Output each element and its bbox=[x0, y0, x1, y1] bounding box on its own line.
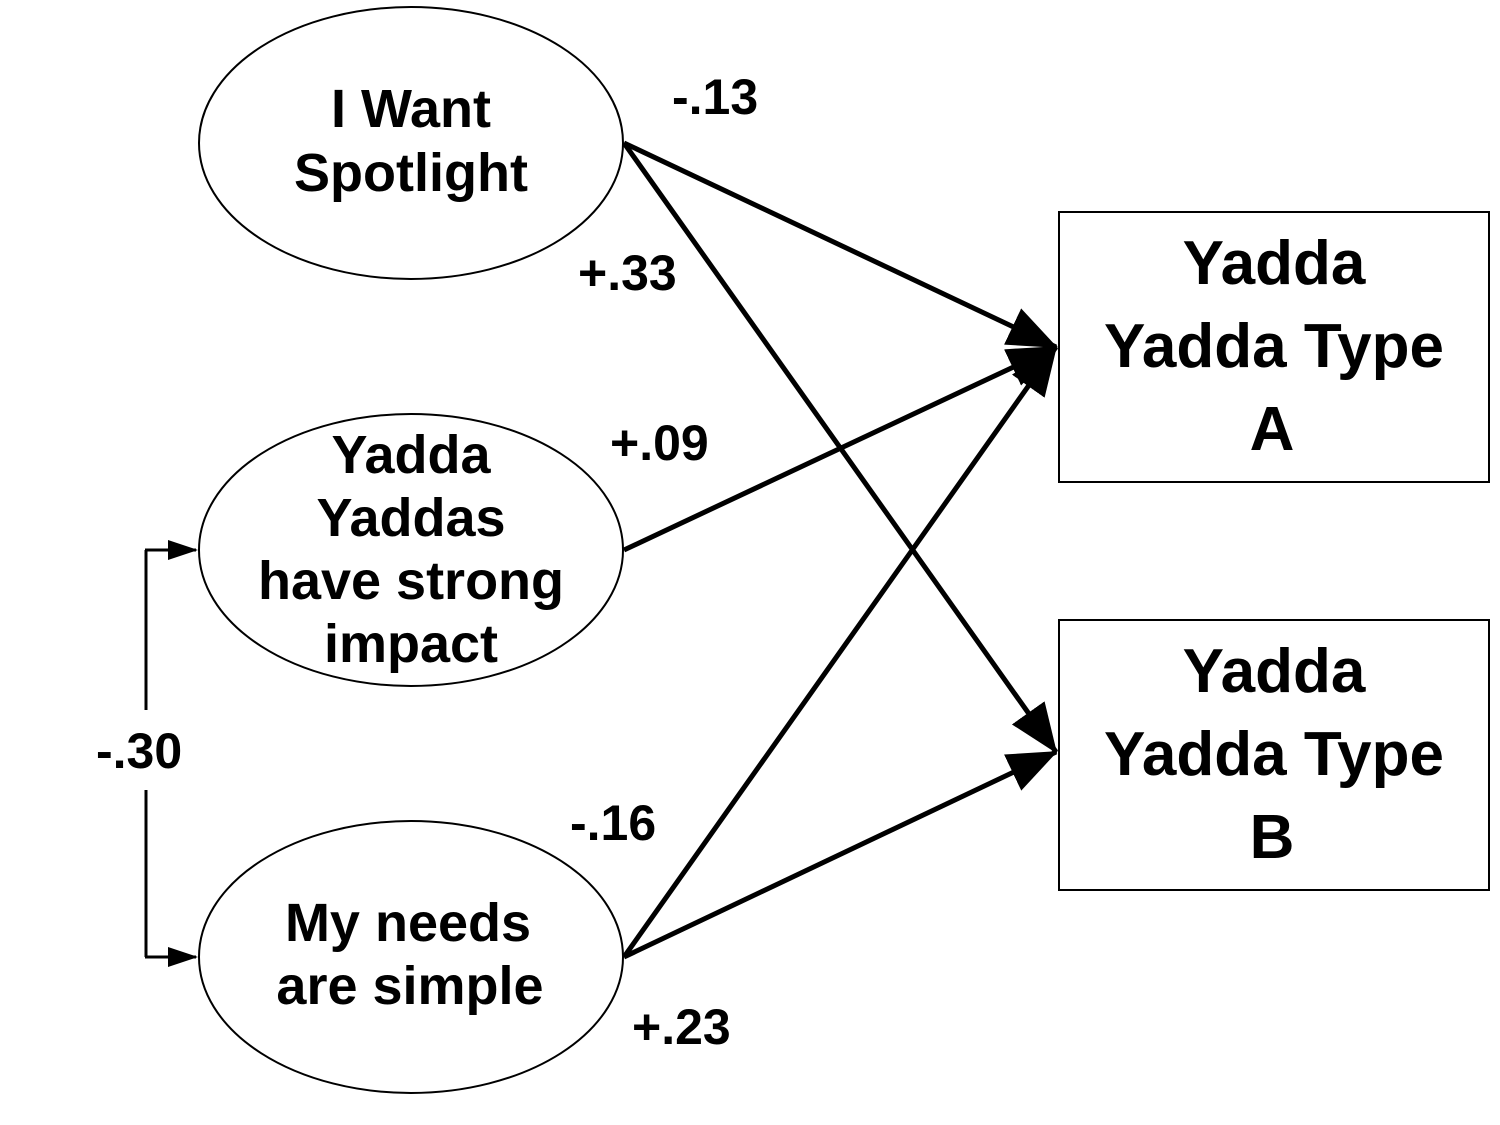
node-my-needs-simple: My needs are simple bbox=[198, 820, 624, 1094]
node-label-line: I Want bbox=[331, 79, 491, 139]
arrow-simple-to-type-a bbox=[621, 345, 1059, 959]
node-i-want-spotlight: I Want Spotlight bbox=[198, 6, 624, 280]
box-label-line: B bbox=[1250, 803, 1295, 872]
coef-impact-to-type-a: +.09 bbox=[610, 415, 709, 471]
box-label-line: A bbox=[1250, 395, 1295, 464]
coef-spotlight-to-type-a: -.13 bbox=[672, 69, 758, 125]
node-label-line: My needs bbox=[285, 893, 531, 953]
box-label-line: Yadda Type bbox=[1104, 312, 1444, 381]
node-label-line: have strong bbox=[258, 551, 564, 611]
coef-spotlight-to-type-b: +.33 bbox=[578, 245, 677, 301]
node-label-line: are simple bbox=[276, 956, 543, 1016]
node-label-line: impact bbox=[324, 614, 498, 674]
box-label-line: Yadda bbox=[1183, 229, 1366, 298]
node-yadda-type-a: Yadda Yadda Type A bbox=[1058, 211, 1490, 483]
node-label-line: Spotlight bbox=[294, 143, 528, 203]
arrow-spotlight-to-type-a bbox=[622, 140, 1058, 350]
box-label-line: Yadda bbox=[1183, 637, 1366, 706]
arrow-simple-to-type-b bbox=[622, 749, 1058, 960]
coef-simple-to-type-b: +.23 bbox=[632, 999, 731, 1055]
coef-simple-to-type-a: -.16 bbox=[570, 795, 656, 851]
arrow-impact-to-type-a bbox=[622, 344, 1058, 553]
correlation-bracket bbox=[144, 540, 198, 967]
box-label-line: Yadda Type bbox=[1104, 720, 1444, 789]
node-label-line: Yadda bbox=[331, 425, 491, 485]
node-yadda-type-b: Yadda Yadda Type B bbox=[1058, 619, 1490, 891]
coef-correlation: -.30 bbox=[96, 723, 182, 779]
node-yaddas-strong-impact: Yadda Yaddas have strong impact bbox=[198, 413, 624, 687]
node-label-line: Yaddas bbox=[316, 488, 505, 548]
